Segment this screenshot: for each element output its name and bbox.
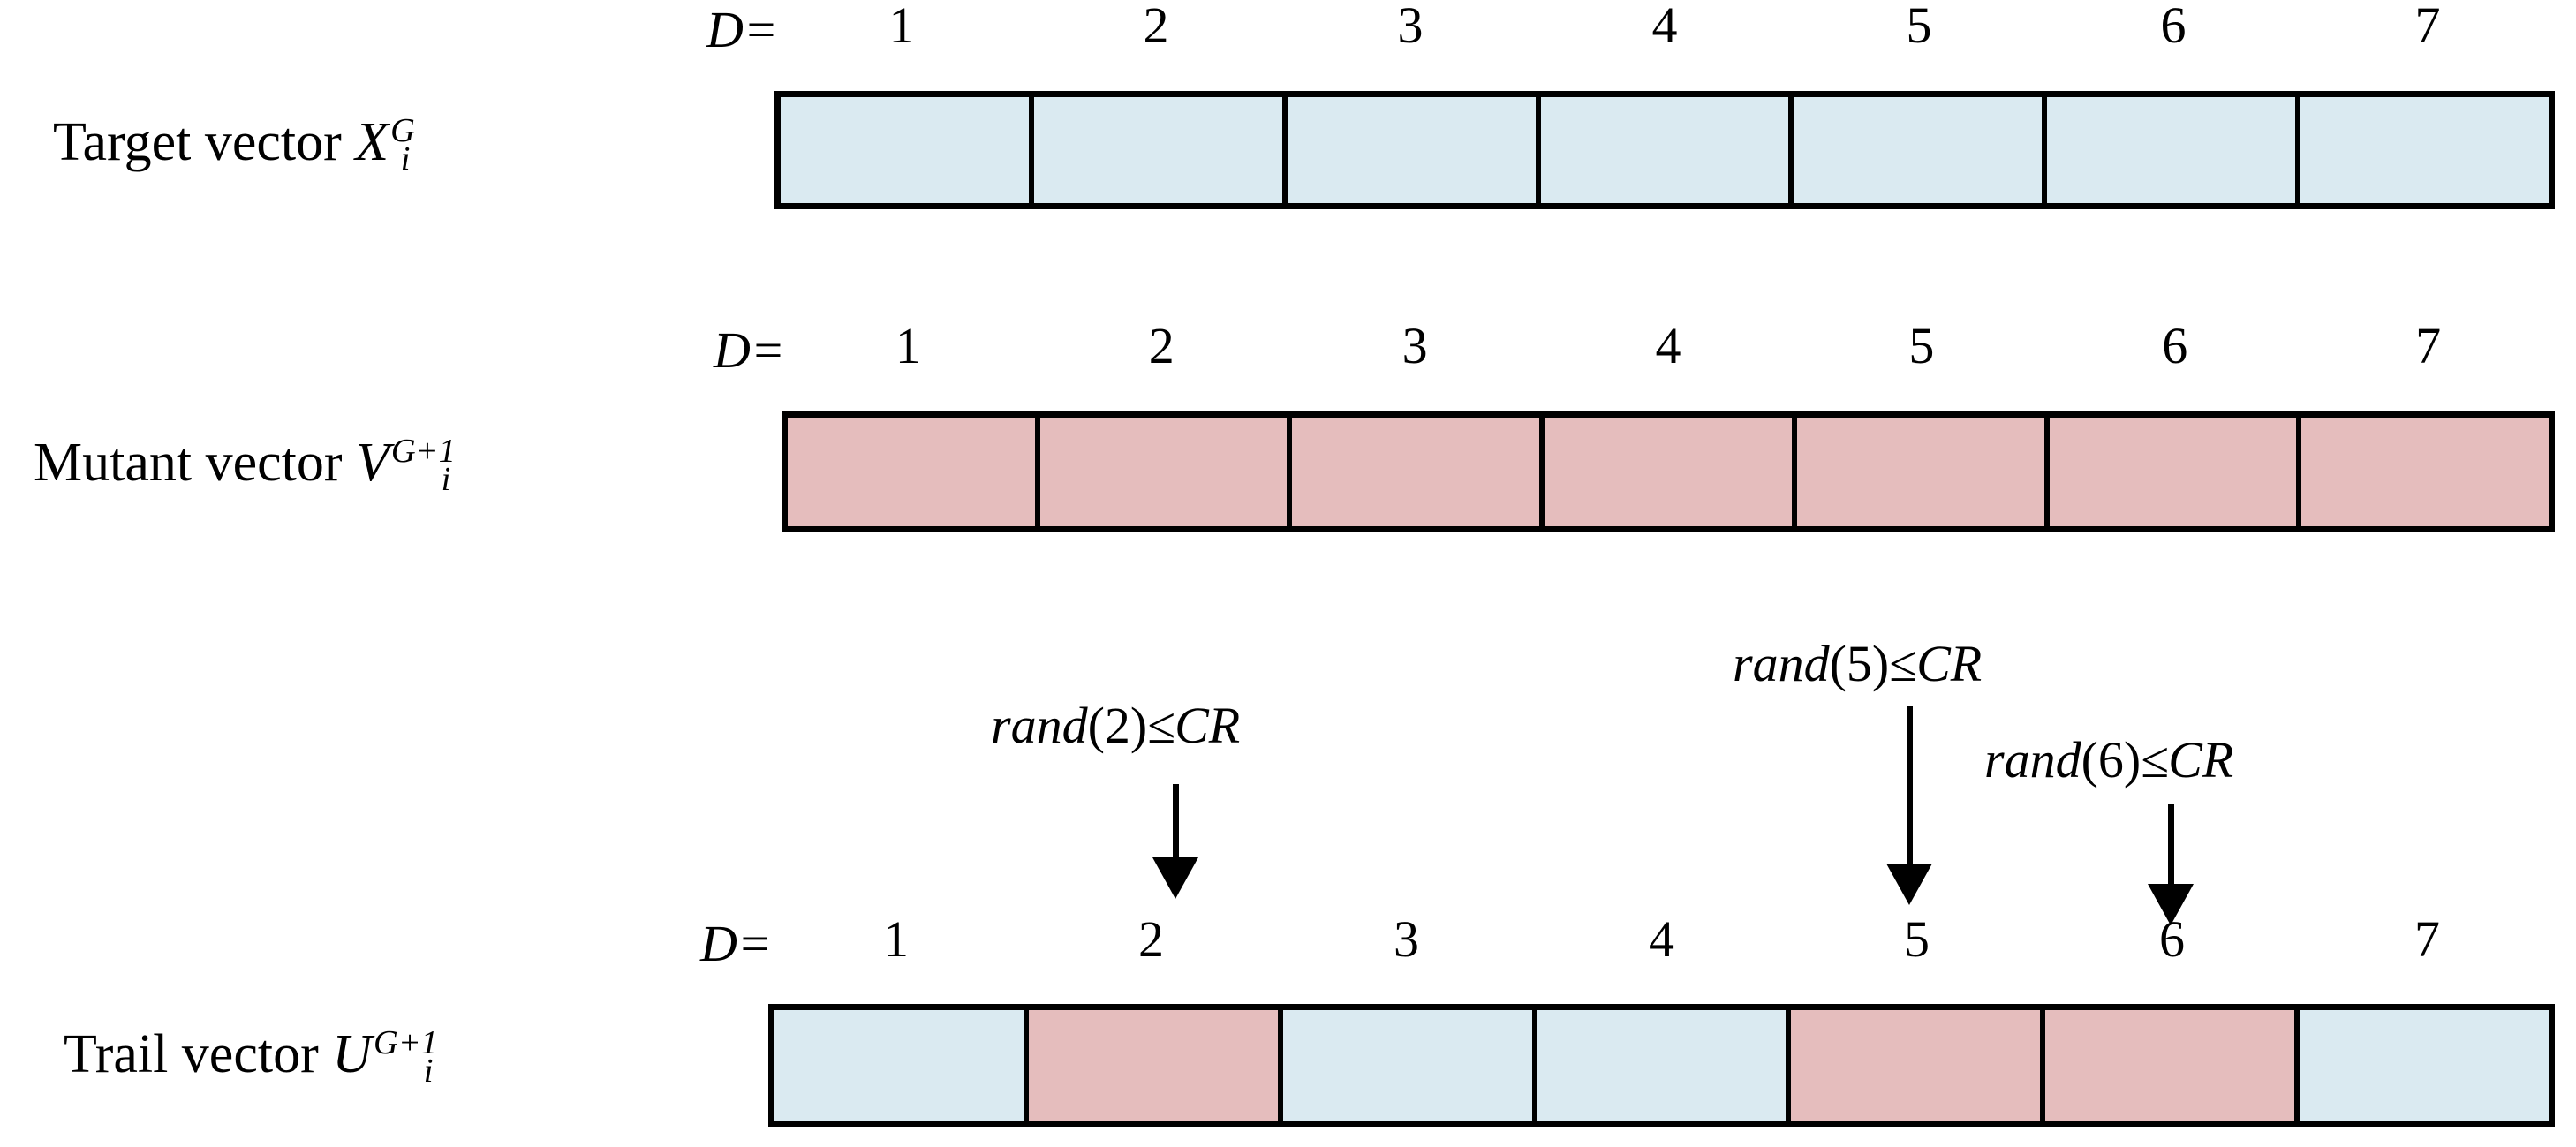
annotation-rand5-arg: (5)	[1829, 635, 1890, 692]
vector-cell-target-7[interactable]	[2300, 97, 2550, 203]
annotation-rand2: rand(2)≤CR	[991, 700, 1240, 751]
vector-cell-mutant-7[interactable]	[2301, 418, 2550, 526]
index-cell: 2	[1143, 0, 1169, 54]
index-row-trail: 1 2 3 4 5 6 7	[768, 914, 2555, 965]
vector-cell-target-3[interactable]	[1287, 97, 1541, 203]
vector-cell-mutant-5[interactable]	[1796, 418, 2050, 526]
index-cell: 5	[1906, 0, 1932, 54]
vector-cell-target-4[interactable]	[1540, 97, 1794, 203]
arrow-shaft	[1172, 784, 1179, 858]
index-cell: 1	[895, 317, 921, 374]
row-label-mutant-text: Mutant vector	[34, 433, 357, 493]
annotation-rand6: rand(6)≤CR	[1984, 735, 2233, 786]
index-cell: 6	[2162, 317, 2188, 374]
arrow-to-cell-5	[1886, 706, 1932, 905]
dimension-label-target-text: D=	[706, 1, 779, 58]
annotation-rand5-operator: ≤	[1889, 635, 1917, 692]
annotation-rand5-param: CR	[1916, 635, 1983, 692]
vector-cell-trail-2[interactable]	[1028, 1010, 1283, 1121]
vector-cell-target-2[interactable]	[1033, 97, 1288, 203]
vector-cell-trail-5[interactable]	[1791, 1010, 2046, 1121]
index-cell: 2	[1138, 910, 1164, 968]
arrow-shaft	[2167, 804, 2174, 885]
row-label-target-superscript: G	[390, 111, 415, 149]
vector-cell-target-6[interactable]	[2047, 97, 2301, 203]
annotation-rand2-operator: ≤	[1147, 697, 1175, 754]
arrow-head	[2148, 884, 2194, 925]
index-cell: 3	[1397, 0, 1424, 54]
row-label-target-text: Target vector	[53, 112, 356, 172]
vector-cell-mutant-3[interactable]	[1292, 418, 1545, 526]
index-row-mutant: 1 2 3 4 5 6 7	[782, 321, 2555, 372]
index-cell: 6	[2159, 910, 2185, 968]
vector-cell-target-1[interactable]	[781, 97, 1034, 203]
dimension-label-target: D=	[706, 4, 778, 56]
index-cell: 2	[1148, 317, 1175, 374]
vector-cell-target-5[interactable]	[1794, 97, 2048, 203]
vector-cell-trail-1[interactable]	[774, 1010, 1029, 1121]
arrow-shaft	[1906, 706, 1913, 864]
index-cell: 1	[888, 0, 915, 54]
vector-cell-trail-3[interactable]	[1282, 1010, 1537, 1121]
annotation-rand5: rand(5)≤CR	[1733, 638, 1982, 690]
annotation-rand6-func: rand	[1984, 731, 2081, 789]
annotation-rand2-arg: (2)	[1087, 697, 1148, 754]
index-cell: 7	[2414, 910, 2440, 968]
row-label-target-subscript: i	[400, 140, 411, 177]
vector-cell-mutant-6[interactable]	[2049, 418, 2302, 526]
index-row-target: 1 2 3 4 5 6 7	[774, 0, 2555, 51]
index-cell: 3	[1401, 317, 1428, 374]
row-label-trail: Trail vector UG+1i	[64, 1024, 438, 1088]
vector-cell-mutant-1[interactable]	[788, 418, 1040, 526]
row-label-trail-text: Trail vector	[64, 1024, 333, 1084]
vector-cell-trail-4[interactable]	[1537, 1010, 1792, 1121]
index-cell: 6	[2160, 0, 2187, 54]
index-cell: 5	[1904, 910, 1930, 968]
index-cell: 1	[883, 910, 909, 968]
row-label-trail-symbol: U	[332, 1024, 372, 1084]
index-cell: 5	[1908, 317, 1935, 374]
row-label-target-symbol: X	[355, 112, 389, 172]
arrow-head	[1152, 857, 1198, 899]
row-label-mutant: Mutant vector VG+1i	[34, 433, 456, 496]
row-label-mutant-superscript: G+1	[390, 432, 456, 470]
vector-cell-trail-7[interactable]	[2300, 1010, 2550, 1121]
row-label-mutant-subscript: i	[441, 460, 451, 498]
row-label-mutant-symbol: V	[356, 433, 389, 493]
vector-strip-target	[774, 91, 2555, 209]
annotation-rand6-param: CR	[2168, 731, 2234, 789]
vector-cell-trail-6[interactable]	[2045, 1010, 2300, 1121]
index-cell: 7	[2415, 317, 2442, 374]
index-cell: 4	[1651, 0, 1678, 54]
annotation-rand6-operator: ≤	[2141, 731, 2169, 789]
index-cell: 7	[2414, 0, 2441, 54]
dimension-label-trail: D=	[700, 918, 772, 970]
vector-strip-trail	[768, 1004, 2555, 1127]
arrow-to-cell-6	[2148, 804, 2194, 925]
annotation-rand2-param: CR	[1175, 697, 1241, 754]
row-label-target: Target vector XGi	[53, 112, 415, 176]
index-cell: 3	[1394, 910, 1419, 968]
vector-cell-mutant-4[interactable]	[1545, 418, 1797, 526]
dimension-label-trail-text: D=	[700, 915, 773, 972]
index-cell: 4	[1655, 317, 1681, 374]
vector-cell-mutant-2[interactable]	[1039, 418, 1293, 526]
vector-strip-mutant	[782, 411, 2555, 532]
dimension-label-mutant-text: D=	[714, 321, 786, 379]
arrow-head	[1886, 864, 1932, 905]
dimension-label-mutant: D=	[714, 325, 785, 376]
annotation-rand2-func: rand	[991, 697, 1088, 754]
annotation-rand6-arg: (6)	[2081, 731, 2142, 789]
index-cell: 4	[1649, 910, 1674, 968]
row-label-trail-superscript: G+1	[374, 1023, 438, 1061]
annotation-rand5-func: rand	[1733, 635, 1830, 692]
row-label-trail-subscript: i	[423, 1052, 434, 1090]
arrow-to-cell-2	[1152, 784, 1198, 899]
